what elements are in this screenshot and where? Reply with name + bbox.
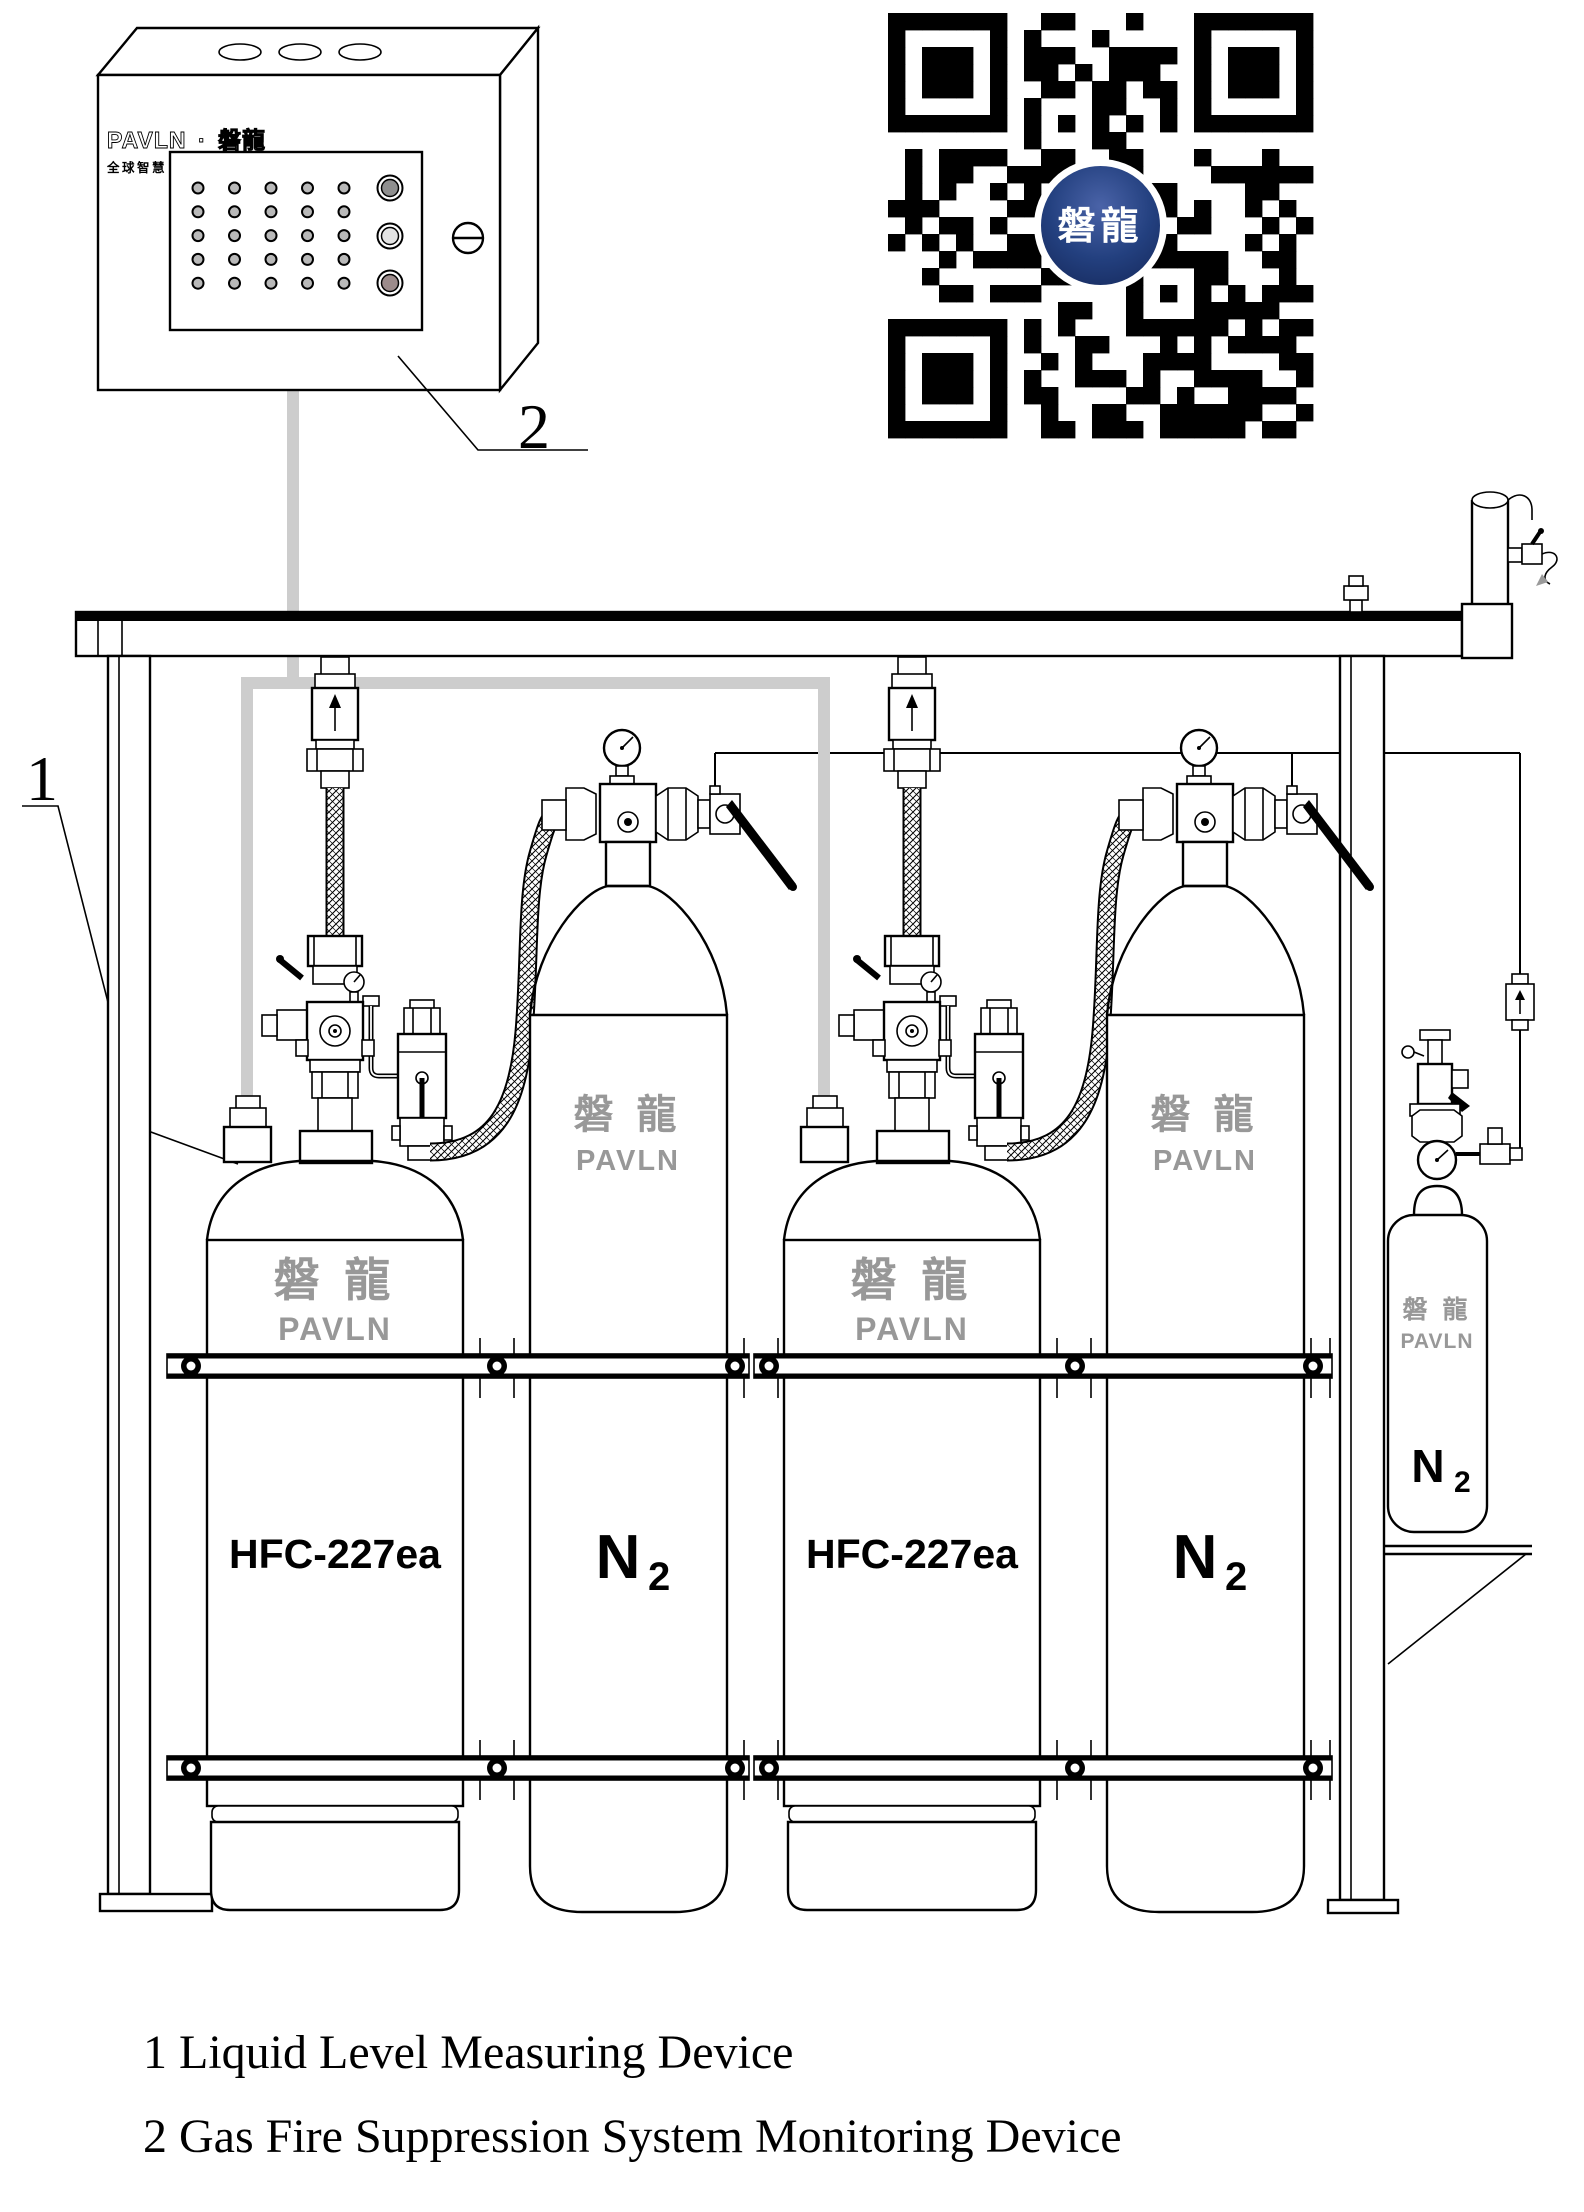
status-led [337, 276, 351, 290]
pilot-bottle [1386, 1213, 1489, 1534]
left-post [106, 654, 152, 1896]
indicator-led [380, 178, 400, 198]
left-post-foot [98, 1892, 214, 1913]
status-led [228, 252, 241, 266]
pilot-brand-cn: 磐 龍 [1403, 1295, 1472, 1324]
status-led [264, 252, 278, 266]
callout-2-label: 2 [518, 391, 550, 462]
status-led [191, 229, 205, 243]
status-led [337, 181, 351, 195]
cyl3-agent-label: HFC-227ea [806, 1531, 1019, 1577]
pilot-agent-label: N [1411, 1440, 1444, 1492]
pilot-agent-sub: 2 [1454, 1466, 1471, 1499]
status-led [228, 229, 241, 243]
panel-brand-en: PAVLN [107, 127, 187, 153]
svg-text:PAVLN · 磐龍: PAVLN · 磐龍 [107, 127, 266, 153]
monitoring-panel: PAVLN · 磐龍 全球智慧 行业标杆 [95, 24, 541, 394]
status-led [228, 276, 241, 290]
status-led [301, 276, 314, 290]
status-led [228, 205, 241, 219]
panel-side-face [498, 24, 540, 394]
status-led [337, 205, 351, 219]
right-post [1338, 654, 1386, 1902]
status-led [301, 229, 314, 243]
status-led [228, 181, 241, 195]
pilot-brand-en: PAVLN [1400, 1330, 1473, 1353]
pilot-cylinder: 磐 龍 PAVLN N 2 [1386, 1029, 1523, 1534]
status-led [337, 229, 351, 243]
callout-1: 1 [22, 743, 239, 1165]
cylinder-markings: 磐 龍 PAVLN HFC-227ea 磐 龍 PAVLN N 2 磐 龍 PA… [229, 1093, 1259, 1599]
legend: 1 Liquid Level Measuring Device 2 Gas Fi… [143, 2026, 1122, 2163]
cyl2-agent-label: N [596, 1523, 641, 1592]
knockout-hole [338, 43, 382, 61]
cyl2-agent-sub: 2 [648, 1555, 670, 1599]
cyl3-brand-en: PAVLN [855, 1311, 969, 1347]
manifold-relief-valve [1343, 575, 1369, 613]
status-led [301, 181, 314, 195]
cyl1-brand-en: PAVLN [278, 1311, 392, 1347]
status-led [191, 252, 205, 266]
cyl4-agent-sub: 2 [1225, 1555, 1247, 1599]
cyl1-agent-label: HFC-227ea [229, 1531, 442, 1577]
panel-brand-sep: · [198, 127, 207, 153]
indicator-leds [376, 174, 404, 297]
cyl2-brand-cn: 磐 龍 [573, 1093, 682, 1137]
status-led [301, 205, 314, 219]
status-led [191, 181, 205, 195]
qr-logo-text: 磐龍 [1057, 206, 1143, 248]
pilot-shelf [1384, 1544, 1532, 1665]
callout-1-label: 1 [26, 743, 58, 814]
cylinder-clamps [166, 1338, 1333, 1800]
right-post-foot [1326, 1898, 1400, 1915]
status-led [191, 205, 205, 219]
status-led [264, 181, 278, 195]
door-screw [451, 221, 485, 255]
qr-code: 磐龍 [888, 13, 1314, 439]
legend-line-2: 2 Gas Fire Suppression System Monitoring… [143, 2110, 1122, 2163]
cyl4-brand-en: PAVLN [1153, 1145, 1257, 1177]
discharge-pipe [1460, 491, 1558, 660]
status-led [337, 252, 351, 266]
logo-bar [224, 128, 227, 172]
cyl1-brand-cn: 磐 龍 [274, 1254, 397, 1306]
cyl3-brand-cn: 磐 龍 [851, 1254, 974, 1306]
qr-logo-circle [1034, 159, 1167, 292]
legend-line-1: 1 Liquid Level Measuring Device [143, 2026, 793, 2079]
cyl4-brand-cn: 磐 龍 [1150, 1093, 1259, 1137]
knockout-hole [278, 43, 322, 61]
status-led [264, 229, 278, 243]
indicator-led [380, 226, 400, 246]
status-led [264, 276, 278, 290]
cyl2-brand-en: PAVLN [576, 1145, 680, 1177]
status-led [191, 276, 205, 290]
knockout-hole [218, 43, 262, 61]
lower-rail [166, 1755, 1333, 1781]
cyl4-agent-label: N [1173, 1523, 1218, 1592]
indicator-led [380, 273, 400, 293]
status-led [264, 205, 278, 219]
callout-2: 2 [397, 355, 588, 462]
led-grid [191, 181, 351, 290]
status-led [301, 252, 314, 266]
upper-rail [166, 1353, 1333, 1379]
